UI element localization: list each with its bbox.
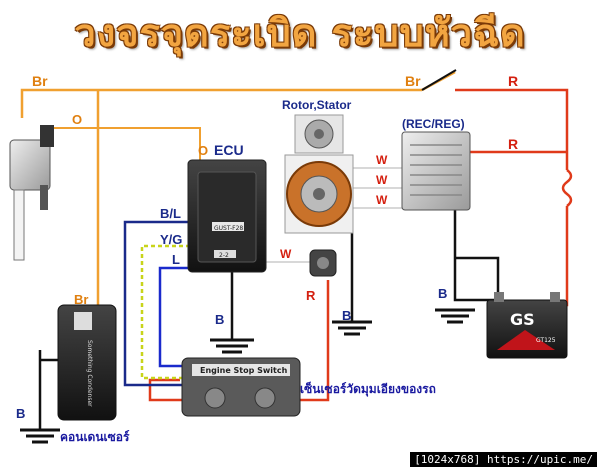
ecu-tag: GUST-F28 [214, 225, 243, 232]
condenser [57, 304, 117, 421]
wire-l [158, 266, 190, 368]
label-yg: Y/G [160, 232, 182, 247]
caption-tilt-sensor: เซ็นเซอร์วัดมุมเอียงของรถ [300, 382, 436, 396]
battery [486, 292, 568, 359]
label-br-top-left: Br [32, 73, 48, 89]
rotor-image [294, 114, 344, 154]
ignition-coil [9, 125, 54, 261]
label-bl: B/L [160, 206, 181, 221]
label-w2: W [376, 173, 388, 187]
ignition-switch [421, 69, 457, 91]
wire-bl [123, 220, 190, 387]
label-r-top: R [508, 73, 518, 89]
label-rotor-stator: Rotor,Stator [282, 98, 352, 112]
battery-model: GT125 [536, 337, 556, 344]
tilt-sensor [309, 249, 337, 277]
label-o: O [72, 112, 82, 127]
switch-label: Engine Stop Switch [200, 366, 288, 375]
stator-image [284, 154, 354, 234]
page-title: วงจรจุดระเบิด ระบบหัวฉีด [74, 11, 526, 55]
label-r-right: R [508, 136, 518, 152]
wire-w [260, 167, 405, 263]
label-ecu: ECU [214, 142, 244, 158]
watermark: [1024x768] https://upic.me/ [410, 452, 597, 467]
battery-brand: GS [510, 310, 535, 329]
engine-stop-switch [181, 357, 301, 417]
ecu-unit [187, 159, 267, 273]
label-br-top-right: Br [405, 73, 421, 89]
wire-yg [140, 244, 190, 380]
label-b-ecu: B [215, 312, 224, 327]
label-o-ecu: O [198, 143, 208, 158]
wire-o [50, 127, 201, 160]
label-l: L [172, 252, 180, 267]
label-w1: W [376, 153, 388, 167]
ecu-sub: 2-2 [219, 252, 229, 259]
label-rec-reg: (REC/REG) [402, 117, 465, 131]
label-r-sensor: R [306, 288, 316, 303]
label-br-condenser: Br [74, 292, 88, 307]
ground-symbols [20, 308, 475, 444]
caption-condenser: คอนเดนเซอร์ [60, 430, 130, 444]
condenser-label: Something Condenser [86, 340, 93, 407]
label-w3: W [376, 193, 388, 207]
label-w-sensor: W [280, 247, 292, 261]
label-b-battery: B [438, 286, 447, 301]
label-b-left: B [16, 406, 25, 421]
rectifier-regulator [401, 131, 471, 211]
label-b-stator: B [342, 308, 351, 323]
